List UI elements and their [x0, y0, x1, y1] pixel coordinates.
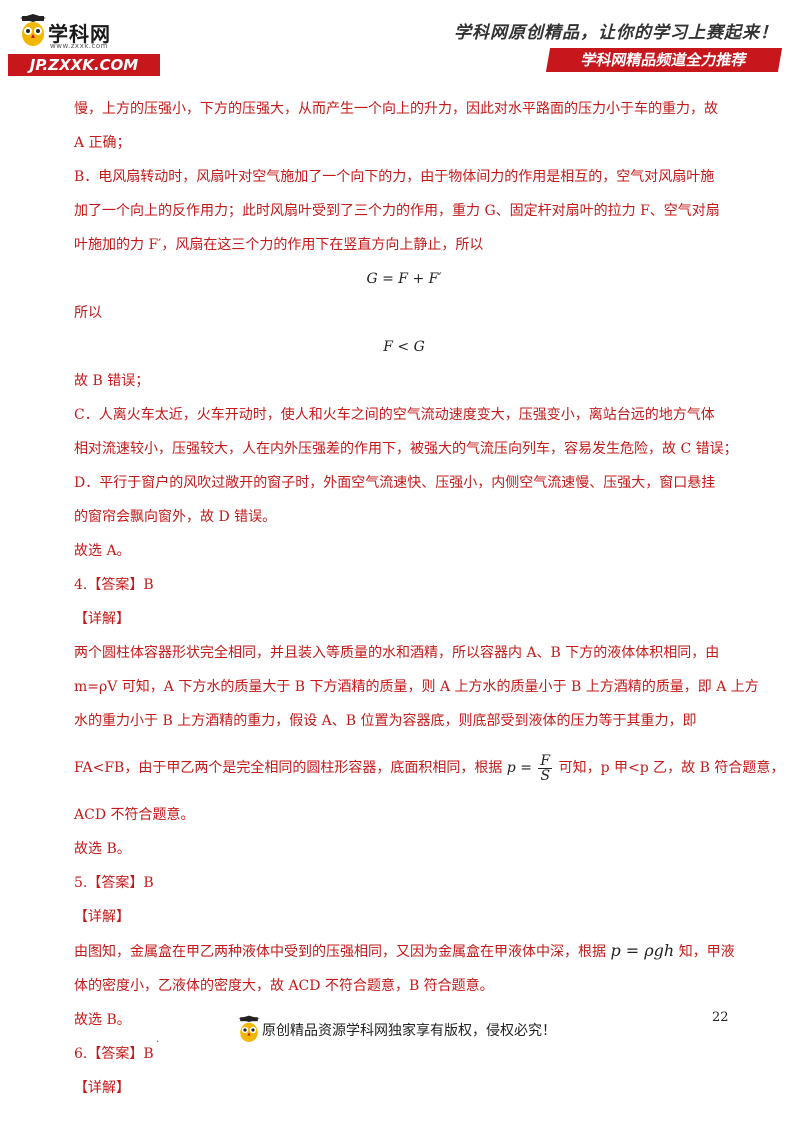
pressure-symbol: p = [506, 760, 532, 776]
fraction-denominator: S [540, 767, 551, 784]
logo-url: www.zxxk.com [50, 42, 108, 50]
text-line: 的窗帘会飘向窗外，故 D 错误。 [74, 509, 277, 525]
text-line: m=ρV 可知，A 下方水的质量大于 B 下方酒精的质量，则 A 上方水的质量小… [74, 679, 759, 695]
text-line-with-fraction: FA<FB，由于甲乙两个是完全相同的圆柱形容器，底面积相同，根据 p = F S… [74, 738, 784, 798]
logo-name: 学科网 [48, 22, 111, 46]
answer-heading: 4.【答案】B [74, 577, 154, 593]
answer-heading: 5.【答案】B [74, 875, 154, 891]
text-line: D．平行于窗户的风吹过敞开的窗子时，外面空气流速快、压强小，内侧空气流速慢、压强… [74, 475, 716, 491]
text-line: 水的重力小于 B 上方酒精的重力，假设 A、B 位置为容器底，则底部受到液体的压… [74, 713, 697, 729]
text-segment: FA<FB，由于甲乙两个是完全相同的圆柱形容器，底面积相同，根据 [74, 760, 503, 776]
text-line: 故 B 错误； [74, 373, 150, 389]
text-line: B．电风扇转动时，风扇叶对空气施加了一个向下的力，由于物体间力的作用是相互的，空… [74, 169, 715, 185]
text-segment: 可知，p 甲<p 乙，故 B 符合题意， [558, 760, 785, 776]
owl-mascot-icon [20, 14, 46, 46]
text-segment: 由图知，金属盒在甲乙两种液体中受到的压强相同，又因为金属盒在甲液体中深，根据 [74, 944, 606, 960]
pressure-fraction: F S [538, 752, 553, 784]
recommend-badge: 学科网精品频道全力推荐 [545, 48, 783, 72]
equation-line: G = F + F′ [366, 271, 442, 287]
header-slogan: 学科网原创精品，让你的学习上赛起来！ [454, 23, 778, 43]
text-line: ACD 不符合题意。 [74, 807, 195, 823]
explanation-heading: 【详解】 [74, 1080, 130, 1096]
answer-heading: 6.【答案】B [74, 1046, 154, 1062]
text-line: 相对流速较小，压强较大，人在内外压强差的作用下，被强大的气流压向列车，容易发生危… [74, 441, 738, 457]
text-line: 慢，上方的压强小，下方的压强大，从而产生一个向上的升力，因此对水平路面的压力小于… [74, 101, 718, 117]
equation-line: F < G [383, 339, 425, 355]
fraction-numerator: F [538, 752, 553, 769]
text-segment: 知，甲液 [678, 944, 735, 960]
copyright-notice: 原创精品资源学科网独家享有版权，侵权必究！ [262, 1023, 556, 1039]
text-line: 所以 [74, 305, 102, 321]
pressure-formula: p = ρgh [610, 941, 675, 960]
solution-text: 慢，上方的压强小，下方的压强大，从而产生一个向上的升力，因此对水平路面的压力小于… [74, 92, 784, 1105]
text-line: 叶施加的力 F′，风扇在这三个力的作用下在竖直方向上静止，所以 [74, 237, 484, 253]
explanation-heading: 【详解】 [74, 909, 130, 925]
text-line-with-formula: 由图知，金属盒在甲乙两种液体中受到的压强相同，又因为金属盒在甲液体中深，根据 p… [74, 934, 735, 969]
text-line: 故选 A。 [74, 543, 131, 559]
logo-banner: JP.ZXXK.COM [8, 54, 160, 76]
zxxk-logo: 学科网 www.zxxk.com JP.ZXXK.COM [8, 14, 160, 76]
text-line: 加了一个向上的反作用力；此时风扇叶受到了三个力的作用，重力 G、固定杆对扇叶的拉… [74, 203, 720, 219]
page-number: 22 [712, 1010, 729, 1025]
text-line: 两个圆柱体容器形状完全相同，并且装入等质量的水和酒精，所以容器内 A、B 下方的… [74, 645, 720, 661]
page-header: 学科网 www.zxxk.com JP.ZXXK.COM 学科网原创精品，让你的… [0, 0, 800, 86]
explanation-heading: 【详解】 [74, 611, 130, 627]
footer-dot: . [156, 1034, 160, 1045]
text-line: 故选 B。 [74, 1012, 131, 1028]
text-line: C．人离火车太近，火车开动时，使人和火车之间的空气流动速度变大，压强变小，离站台… [74, 407, 715, 423]
text-line: A 正确； [74, 135, 131, 151]
text-line: 体的密度小，乙液体的密度大，故 ACD 不符合题意，B 符合题意。 [74, 978, 494, 994]
text-line: 故选 B。 [74, 841, 131, 857]
owl-mascot-icon [238, 1015, 260, 1042]
